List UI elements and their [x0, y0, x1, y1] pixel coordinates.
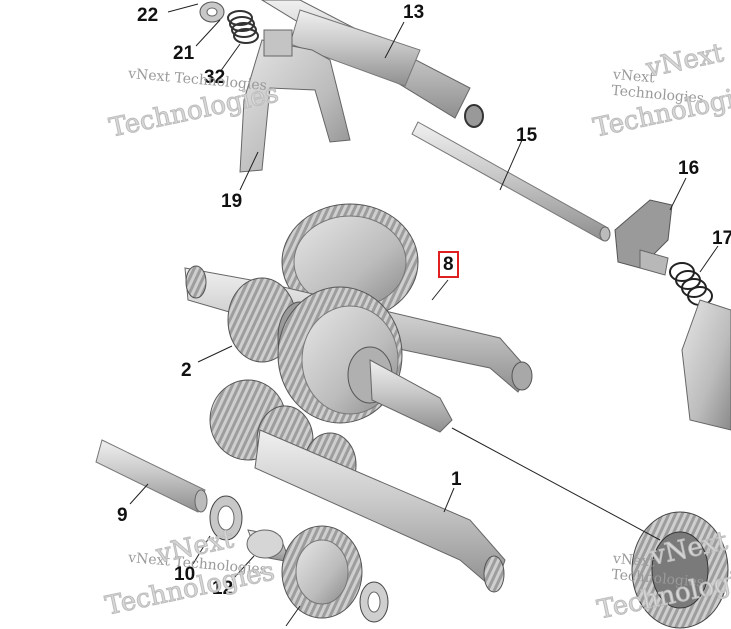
callout-15: 15: [516, 125, 538, 146]
gear-large-upper: [281, 203, 419, 321]
callout-8: 8: [438, 251, 459, 278]
rod-15: [411, 121, 611, 242]
callout-22: 22: [137, 5, 159, 26]
washer-10: [209, 495, 243, 541]
callout-2: 2: [181, 360, 192, 381]
callout-10: 10: [174, 564, 196, 585]
callout-9: 9: [117, 505, 128, 526]
callout-12: 12: [212, 578, 234, 599]
washer-22: [199, 1, 225, 23]
shaft-1: [209, 379, 506, 593]
callout-17: 17: [712, 228, 731, 249]
spring-17: [669, 262, 713, 306]
gear-lower: [281, 525, 389, 623]
pin-9: [95, 439, 208, 513]
gear-cluster-2: [227, 277, 453, 433]
leader-lines: [129, 3, 719, 627]
spring-21: [227, 10, 259, 44]
shift-shaft-13: [261, 0, 484, 128]
callout-13: 13: [403, 2, 425, 23]
callout-21: 21: [173, 43, 195, 64]
bushing-12: [246, 529, 291, 563]
callout-16: 16: [678, 158, 700, 179]
shift-fork-19: [239, 29, 351, 173]
gear-bottom-right: [631, 511, 729, 629]
callout-19: 19: [221, 191, 243, 212]
lever-16: [614, 199, 673, 276]
callout-32: 32: [204, 67, 226, 88]
callout-1: 1: [451, 469, 462, 490]
housing-right: [681, 299, 731, 431]
